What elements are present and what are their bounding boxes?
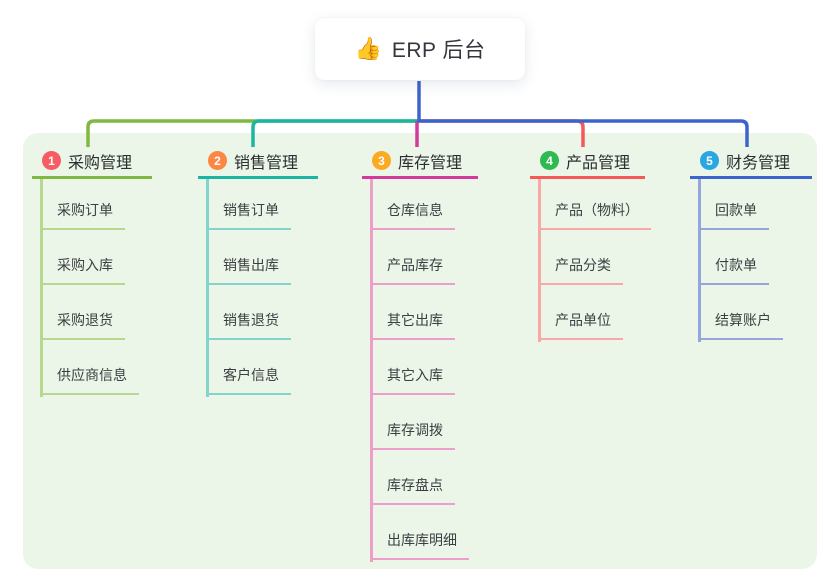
child-node-label[interactable]: 结算账户 — [698, 310, 783, 340]
child-node[interactable]: 仓库信息 — [370, 179, 469, 230]
child-node[interactable]: 供应商信息 — [40, 340, 139, 395]
branch-children: 采购订单采购入库采购退货供应商信息 — [40, 179, 139, 395]
branch-sales-management[interactable]: 2 销售管理 销售订单销售出库销售退货客户信息 — [198, 145, 318, 397]
child-node[interactable]: 销售出库 — [206, 230, 291, 285]
child-node[interactable]: 库存调拨 — [370, 395, 469, 450]
child-node-label[interactable]: 仓库信息 — [370, 200, 455, 230]
branch-finance-management[interactable]: 5 财务管理 回款单付款单结算账户 — [690, 145, 812, 342]
branch-header[interactable]: 3 库存管理 — [362, 145, 478, 179]
branch-spine-line — [206, 179, 209, 397]
branch-children: 产品（物料） 产品分类产品单位 — [538, 179, 651, 340]
child-node-label[interactable]: 销售出库 — [206, 255, 291, 285]
child-node-label[interactable]: 产品单位 — [538, 310, 623, 340]
child-node-label[interactable]: 销售订单 — [206, 200, 291, 230]
child-node[interactable]: 付款单 — [698, 230, 783, 285]
child-node-label[interactable]: 库存调拨 — [370, 420, 455, 450]
branch-label: 产品管理 — [566, 154, 631, 172]
child-node[interactable]: 结算账户 — [698, 285, 783, 340]
branch-label: 采购管理 — [68, 154, 133, 172]
branch-children: 回款单付款单结算账户 — [698, 179, 783, 340]
child-node[interactable]: 出库库明细 — [370, 505, 469, 560]
child-node-label[interactable]: 客户信息 — [206, 365, 291, 395]
branch-children: 销售订单销售出库销售退货客户信息 — [206, 179, 291, 395]
branch-purchase-management[interactable]: 1 采购管理 采购订单采购入库采购退货供应商信息 — [32, 145, 152, 397]
child-node-label[interactable]: 其它出库 — [370, 310, 455, 340]
child-node-label[interactable]: 产品库存 — [370, 255, 455, 285]
child-node-label[interactable]: 采购退货 — [40, 310, 125, 340]
branch-number-badge: 1 — [42, 151, 61, 170]
child-node[interactable]: 产品分类 — [538, 230, 651, 285]
root-title: ERP 后台 — [391, 39, 486, 62]
branch-inventory-management[interactable]: 3 库存管理 仓库信息产品库存其它出库其它入库库存调拨库存盘点出库库明细 — [362, 145, 478, 562]
branch-product-management[interactable]: 4 产品管理 产品（物料） 产品分类产品单位 — [530, 145, 651, 342]
branch-number-badge: 4 — [540, 151, 559, 170]
child-node[interactable]: 客户信息 — [206, 340, 291, 395]
branch-spine-line — [40, 179, 43, 397]
branch-number-badge: 3 — [372, 151, 391, 170]
thumbs-up-icon: 👍 — [354, 36, 382, 61]
root-node-card[interactable]: 👍 ERP 后台 — [315, 18, 525, 80]
child-node[interactable]: 其它出库 — [370, 285, 469, 340]
child-node-label[interactable]: 产品（物料） — [538, 200, 651, 230]
child-node[interactable]: 产品（物料） — [538, 179, 651, 230]
child-node-label[interactable]: 库存盘点 — [370, 475, 455, 505]
child-node-label[interactable]: 采购订单 — [40, 200, 125, 230]
child-node-label[interactable]: 出库库明细 — [370, 530, 469, 560]
child-node-label[interactable]: 销售退货 — [206, 310, 291, 340]
child-node[interactable]: 采购入库 — [40, 230, 139, 285]
child-node-label[interactable]: 回款单 — [698, 200, 769, 230]
child-node[interactable]: 采购退货 — [40, 285, 139, 340]
child-node[interactable]: 销售订单 — [206, 179, 291, 230]
child-node[interactable]: 采购订单 — [40, 179, 139, 230]
child-node[interactable]: 产品库存 — [370, 230, 469, 285]
child-node-label[interactable]: 供应商信息 — [40, 365, 139, 395]
child-node-label[interactable]: 采购入库 — [40, 255, 125, 285]
mindmap-panel — [23, 133, 817, 569]
child-node[interactable]: 销售退货 — [206, 285, 291, 340]
branch-header[interactable]: 5 财务管理 — [690, 145, 812, 179]
branch-header[interactable]: 4 产品管理 — [530, 145, 645, 179]
branch-children: 仓库信息产品库存其它出库其它入库库存调拨库存盘点出库库明细 — [370, 179, 469, 560]
child-node[interactable]: 回款单 — [698, 179, 783, 230]
branch-spine-line — [370, 179, 373, 562]
branch-header[interactable]: 2 销售管理 — [198, 145, 318, 179]
child-node-label[interactable]: 其它入库 — [370, 365, 455, 395]
branch-header[interactable]: 1 采购管理 — [32, 145, 152, 179]
branch-label: 销售管理 — [234, 154, 299, 172]
branch-label: 财务管理 — [726, 154, 791, 172]
branch-number-badge: 2 — [208, 151, 227, 170]
child-node[interactable]: 产品单位 — [538, 285, 651, 340]
branch-label: 库存管理 — [398, 154, 463, 172]
branch-spine-line — [698, 179, 701, 342]
branch-number-badge: 5 — [700, 151, 719, 170]
child-node-label[interactable]: 付款单 — [698, 255, 769, 285]
child-node[interactable]: 库存盘点 — [370, 450, 469, 505]
branch-spine-line — [538, 179, 541, 342]
child-node[interactable]: 其它入库 — [370, 340, 469, 395]
child-node-label[interactable]: 产品分类 — [538, 255, 623, 285]
